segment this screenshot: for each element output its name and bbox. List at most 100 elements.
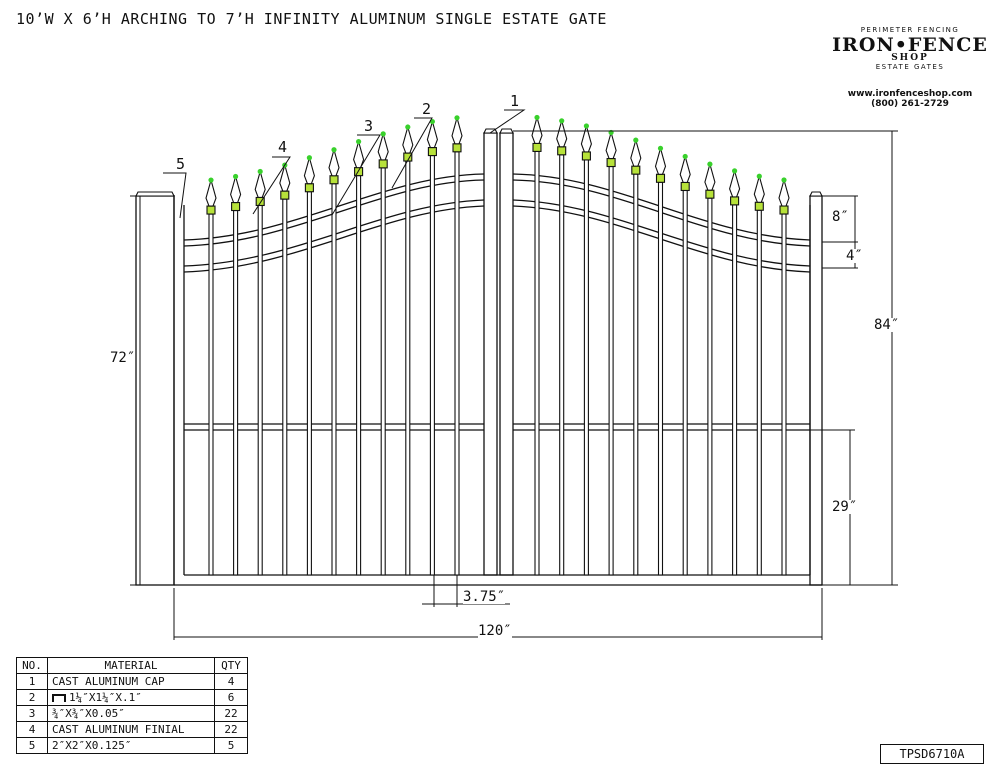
bom-row: 1 CAST ALUMINUM CAP 4	[16, 673, 248, 690]
finial-tip	[534, 114, 540, 121]
leader-4	[252, 156, 291, 215]
leader-2	[391, 117, 433, 189]
finial-collar	[532, 142, 542, 152]
logo-phone: (800) 261-2729	[871, 99, 949, 109]
picket	[633, 173, 639, 576]
finial-tip	[257, 168, 263, 175]
bom-row: 3 ¾″X¾″X0.05″ 22	[16, 705, 248, 722]
finial-spear	[402, 124, 414, 154]
finial-spear	[605, 130, 617, 160]
picket	[657, 181, 664, 576]
bom-row: 4 CAST ALUMINUM FINIAL 22	[16, 721, 248, 738]
picket	[429, 155, 435, 576]
drawing-title: 10’W X 6’H ARCHING TO 7’H INFINITY ALUMI…	[16, 10, 607, 28]
picket	[707, 197, 713, 576]
finial-collar	[705, 189, 715, 199]
finial-spear	[451, 115, 463, 145]
bom-row: 2 1¼″X1¼″X.1″ 6	[16, 689, 248, 706]
bom-material: CAST ALUMINUM FINIAL	[47, 721, 215, 738]
callout-5: 5	[176, 155, 186, 173]
bom-header-row: NO. MATERIAL QTY	[16, 657, 248, 674]
picket	[257, 204, 263, 576]
arch-rail-left-lower-a	[183, 199, 485, 267]
bom-header-material: MATERIAL	[47, 657, 215, 674]
logo-tagline-top: PERIMETER FENCING	[860, 26, 960, 34]
callout-2: 2	[422, 100, 432, 118]
company-logo: PERIMETER FENCING IRON•FENCE SHOP ESTATE…	[830, 26, 990, 109]
finial-spear	[377, 131, 389, 161]
bom-qty: 22	[214, 721, 248, 738]
finial-tip	[208, 177, 214, 183]
finial-collar	[606, 157, 616, 168]
bom-no: 1	[16, 673, 48, 690]
finial-spear	[426, 119, 438, 149]
bom-no: 3	[16, 705, 48, 722]
finial-collar	[557, 146, 567, 156]
picket	[306, 191, 312, 576]
picket	[559, 154, 565, 576]
finial-spear	[630, 138, 642, 167]
logo-brand-sub: SHOP	[891, 53, 929, 63]
finial-collar	[304, 183, 314, 193]
finial-collar	[779, 205, 789, 215]
finial-spear	[328, 147, 340, 177]
finial-spear	[353, 139, 365, 169]
finial-spear	[230, 174, 242, 204]
finial-spear	[205, 177, 217, 207]
picket	[454, 151, 460, 576]
bom-material: CAST ALUMINUM CAP	[47, 673, 215, 690]
part-number: TPSD6710A	[880, 744, 984, 764]
finial-collar	[280, 190, 290, 200]
picket	[356, 175, 362, 576]
post-cap	[809, 191, 823, 197]
finial-tip	[583, 123, 590, 129]
finial-spear	[279, 163, 291, 192]
finial-tip	[781, 177, 787, 183]
center-upright-left	[483, 132, 498, 576]
arch-rail-left-upper-b	[183, 179, 485, 247]
center-upright-right	[499, 132, 514, 576]
finial-collar	[655, 173, 666, 183]
picket	[608, 165, 614, 576]
callout-1: 1	[510, 92, 520, 110]
finial-collar	[378, 159, 388, 169]
bom-no: 2	[16, 689, 48, 706]
finial-spear	[556, 118, 568, 148]
bom-row: 5 2″X2″X0.125″ 5	[16, 737, 248, 754]
finial-tip	[682, 153, 688, 160]
bom-material: 2″X2″X0.125″	[47, 737, 215, 754]
finial-tip	[454, 115, 460, 121]
finial-spear	[531, 115, 543, 144]
leader-3	[331, 134, 381, 216]
dim-label-overall-height: 84″	[874, 317, 900, 333]
finial-spear	[729, 168, 741, 198]
finial-collar	[730, 196, 740, 206]
finial-collar	[329, 175, 339, 185]
finial-spear	[303, 155, 315, 185]
leader-5	[163, 172, 187, 219]
picket	[732, 204, 738, 576]
finial-collar	[581, 151, 591, 161]
bom-no: 5	[16, 737, 48, 754]
finial-collar	[206, 205, 216, 215]
finial-tip	[732, 168, 738, 174]
picket	[380, 167, 386, 576]
finial-spear	[254, 169, 266, 199]
finial-spear	[778, 177, 790, 207]
bom-material-with-icon: 1¼″X1¼″X.1″	[47, 689, 215, 706]
finial-tip	[633, 137, 639, 143]
bom-no: 4	[16, 721, 48, 738]
picket	[682, 189, 688, 576]
bom-header-no: NO.	[16, 657, 48, 674]
post-cap	[499, 128, 514, 134]
finial-tip	[306, 155, 312, 161]
picket	[534, 150, 540, 576]
picket	[208, 213, 214, 576]
bom-material: 1¼″X1¼″X.1″	[69, 691, 142, 704]
dim-label-arch-offset: 8″	[832, 209, 849, 225]
finial-collar	[427, 147, 437, 157]
finial-spear	[753, 174, 765, 203]
bom-header-qty: QTY	[214, 657, 248, 674]
finial-tip	[331, 147, 337, 153]
